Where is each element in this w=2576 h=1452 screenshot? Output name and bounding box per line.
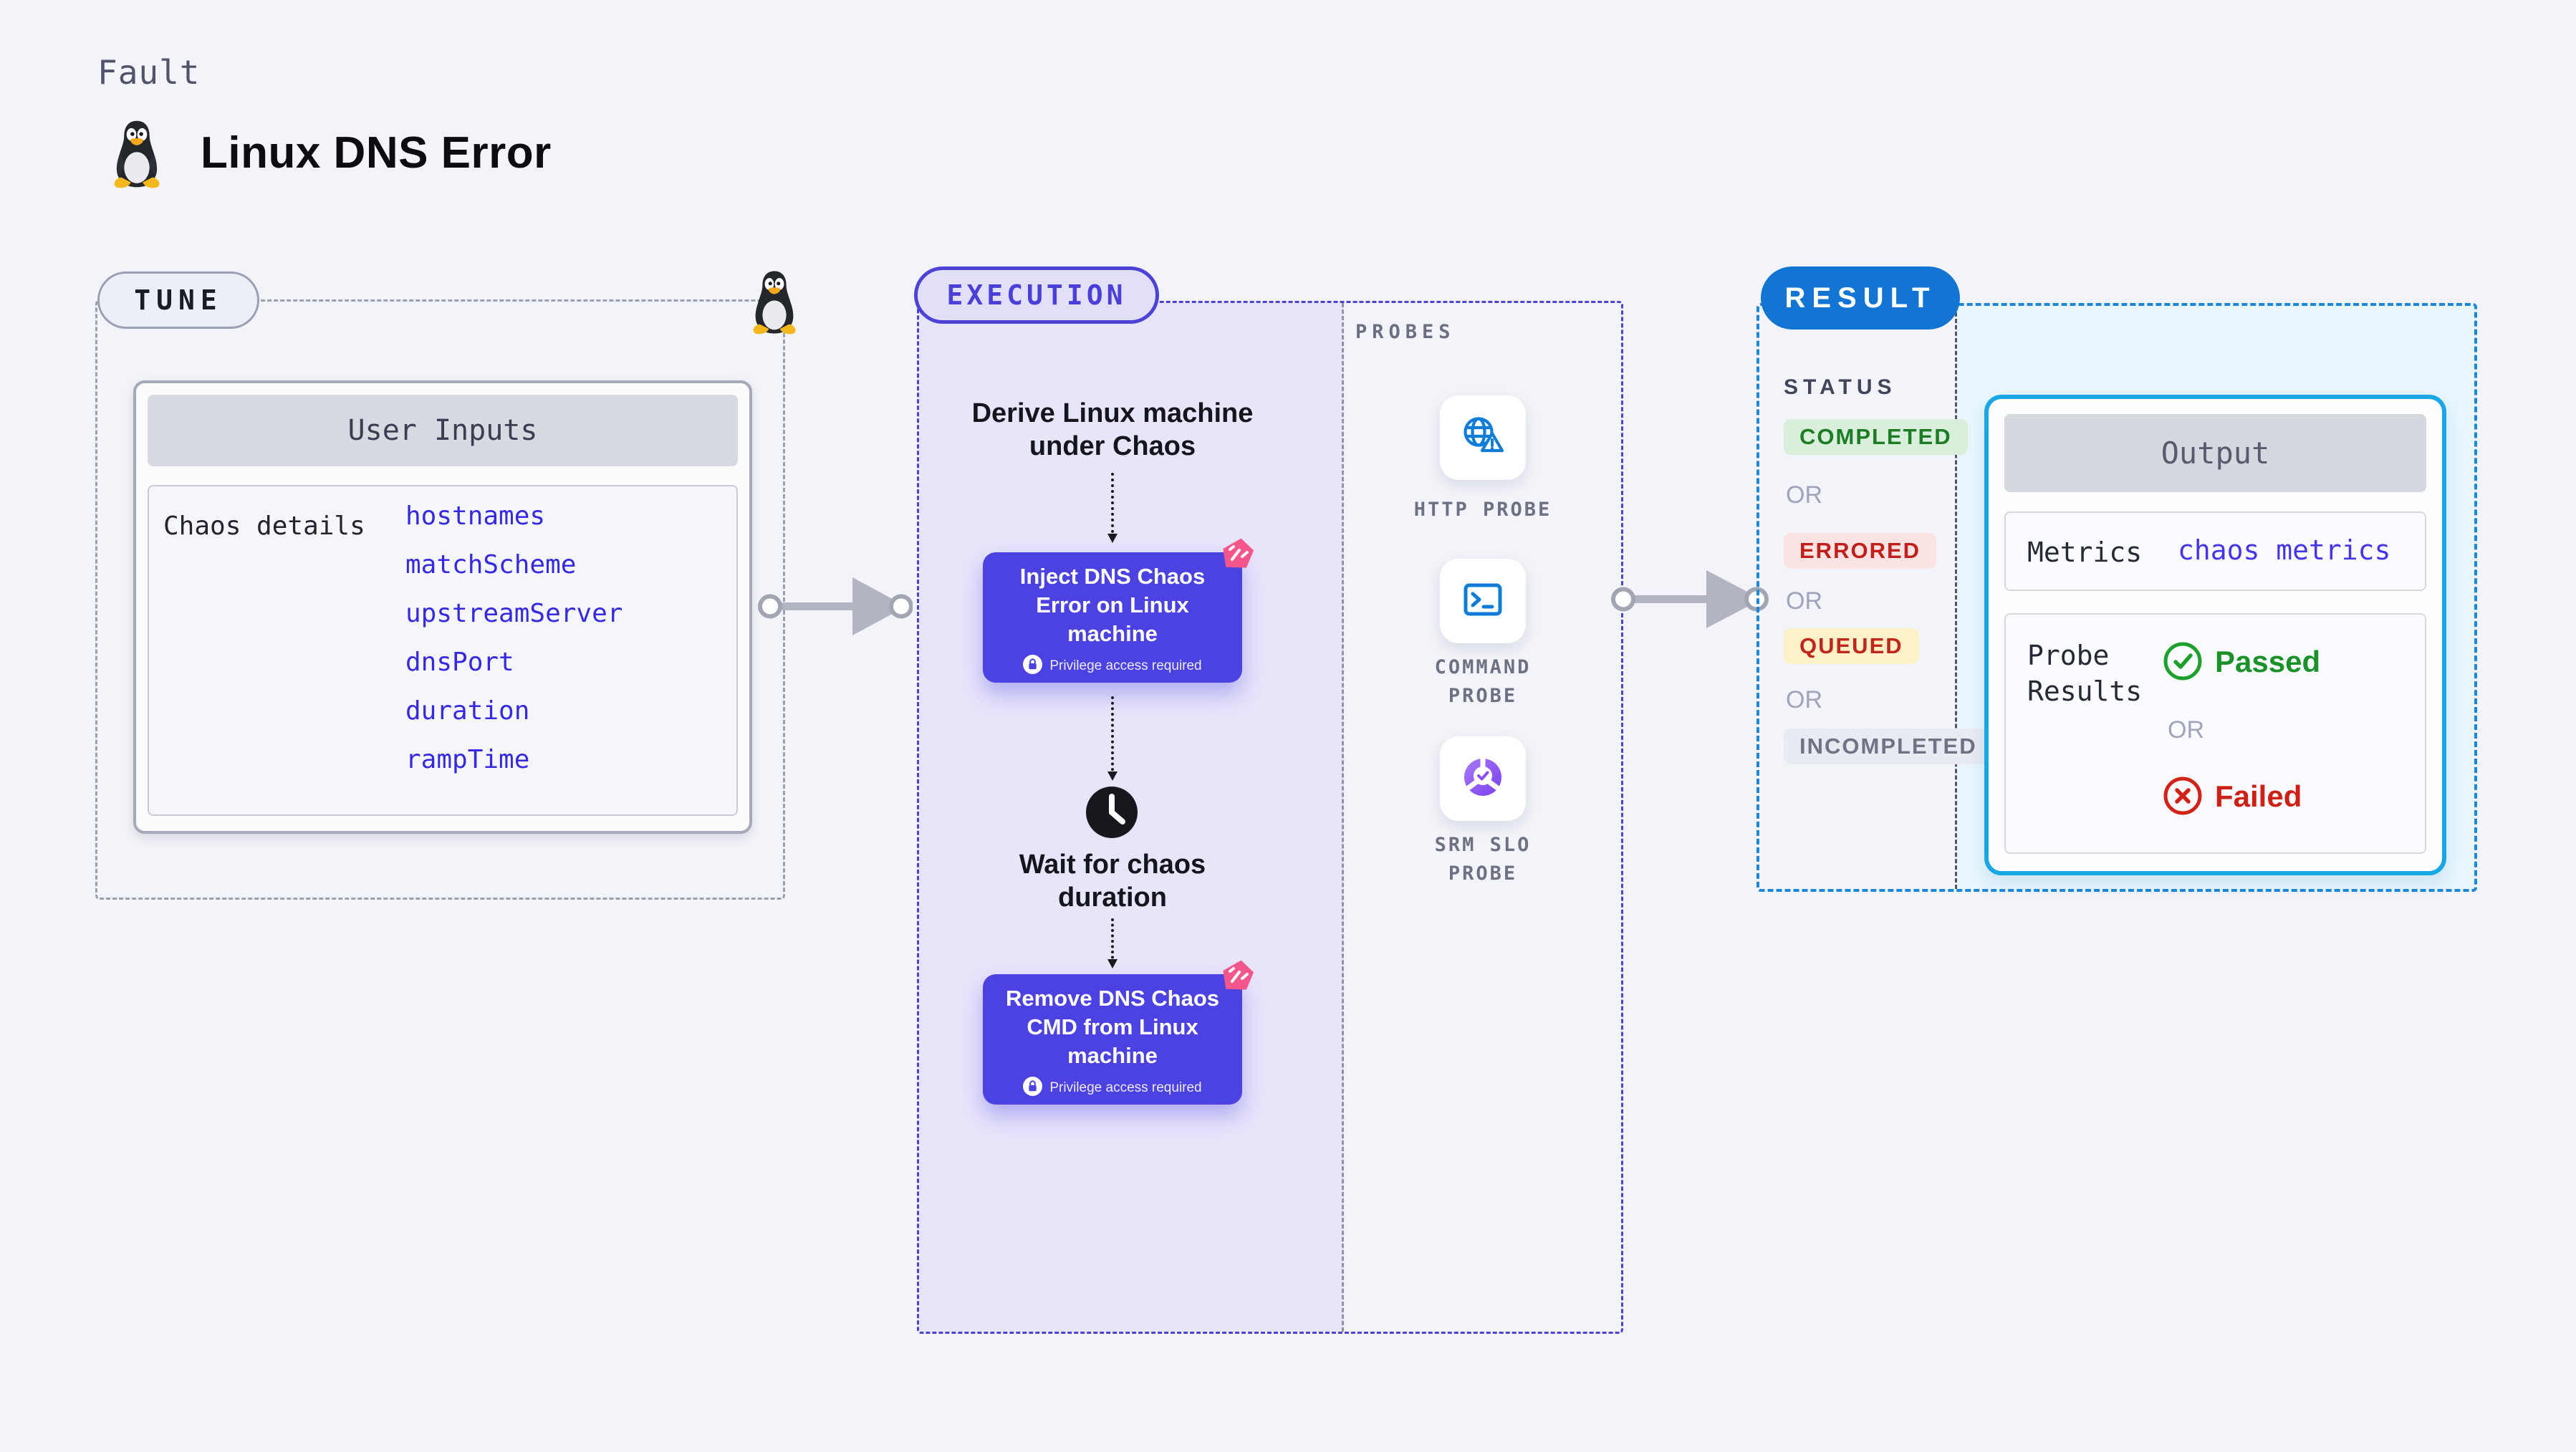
probe-results-row: Probe Results Passed OR Failed	[2004, 613, 2426, 854]
inject-chaos-step-node: Inject DNS Chaos Error on Linux machine …	[983, 552, 1242, 683]
page-title: Linux DNS Error	[201, 128, 552, 178]
command-probe-icon	[1460, 577, 1506, 626]
tune-badge: TUNE	[97, 271, 259, 329]
user-inputs-list	[148, 485, 738, 816]
command-probe-card	[1440, 559, 1526, 643]
flow-dotted-arrow-2	[1107, 696, 1118, 781]
execution-to-result-arrow	[1610, 564, 1769, 633]
output-card-header: Output	[2004, 414, 2426, 492]
chaos-pink-icon	[1218, 957, 1256, 999]
linux-tux-icon	[107, 119, 166, 189]
tune-section-box	[95, 299, 785, 900]
user-inputs-card: User Inputs	[133, 380, 752, 834]
remove-chaos-step-node: Remove DNS Chaos CMD from Linux machine …	[983, 974, 1242, 1105]
output-card: Output Metrics chaos metrics Probe Resul…	[1984, 395, 2446, 875]
privilege-lock-icon	[1023, 1077, 1043, 1100]
privilege-lock-icon	[1023, 655, 1043, 678]
fault-kicker: Fault	[97, 53, 201, 92]
result-section-box	[1756, 303, 2477, 892]
or-separator: OR	[2168, 716, 2204, 744]
status-heading: STATUS	[1784, 375, 1897, 399]
probe-results-label: Probe Results	[2027, 640, 2143, 707]
flow-dotted-arrow-1	[1107, 473, 1118, 543]
command-probe-label: COMMAND PROBE	[1434, 656, 1532, 707]
metrics-value-link[interactable]: chaos metrics	[2178, 534, 2391, 566]
result-badge: RESULT	[1761, 266, 1960, 330]
metrics-row: Metrics chaos metrics	[2004, 511, 2426, 591]
probes-heading: PROBES	[1355, 321, 1456, 343]
user-inputs-header: User Inputs	[148, 395, 738, 466]
tux-icon-small	[746, 269, 802, 335]
chaos-pink-icon	[1218, 535, 1256, 577]
execution-badge: EXECUTION	[914, 266, 1159, 324]
or-separator: OR	[1786, 686, 1822, 713]
tune-to-execution-arrow	[758, 572, 913, 640]
or-separator: OR	[1786, 587, 1822, 615]
chaos-details-label: Chaos details	[163, 511, 365, 541]
privilege-note: Privilege access required	[1049, 658, 1202, 673]
input-ramptime[interactable]: rampTime	[405, 745, 530, 774]
srm-slo-probe-card	[1440, 736, 1526, 821]
wait-clock-icon	[1085, 785, 1139, 843]
failed-x-icon	[2162, 775, 2203, 820]
passed-label: Passed	[2215, 645, 2321, 678]
status-badge-incompleted: INCOMPLETED	[1784, 729, 1993, 764]
result-status-divider	[1955, 306, 1957, 889]
failed-label: Failed	[2215, 779, 2302, 813]
status-badge-errored: ERRORED	[1784, 533, 1937, 569]
http-probe-label: HTTP PROBE	[1413, 499, 1552, 521]
wait-step-text: Wait for chaos duration	[1019, 850, 1206, 913]
input-matchscheme[interactable]: matchScheme	[405, 550, 577, 580]
input-duration[interactable]: duration	[405, 696, 530, 726]
passed-check-icon	[2162, 640, 2203, 686]
status-badge-completed: COMPLETED	[1784, 419, 1968, 455]
input-hostnames[interactable]: hostnames	[405, 501, 546, 531]
derive-step-text: Derive Linux machine under Chaos	[971, 398, 1254, 461]
http-probe-icon	[1458, 413, 1507, 463]
metrics-label: Metrics	[2027, 537, 2143, 568]
srm-slo-probe-icon	[1460, 754, 1506, 804]
privilege-note: Privilege access required	[1049, 1080, 1202, 1095]
flow-dotted-arrow-3	[1107, 918, 1118, 968]
input-upstreamserver[interactable]: upstreamServer	[405, 599, 623, 628]
http-probe-card	[1440, 395, 1526, 480]
srm-slo-probe-label: SRM SLO PROBE	[1434, 834, 1532, 885]
input-dnsport[interactable]: dnsPort	[405, 648, 514, 677]
status-badge-queued: QUEUED	[1784, 628, 1919, 664]
or-separator: OR	[1786, 481, 1822, 509]
